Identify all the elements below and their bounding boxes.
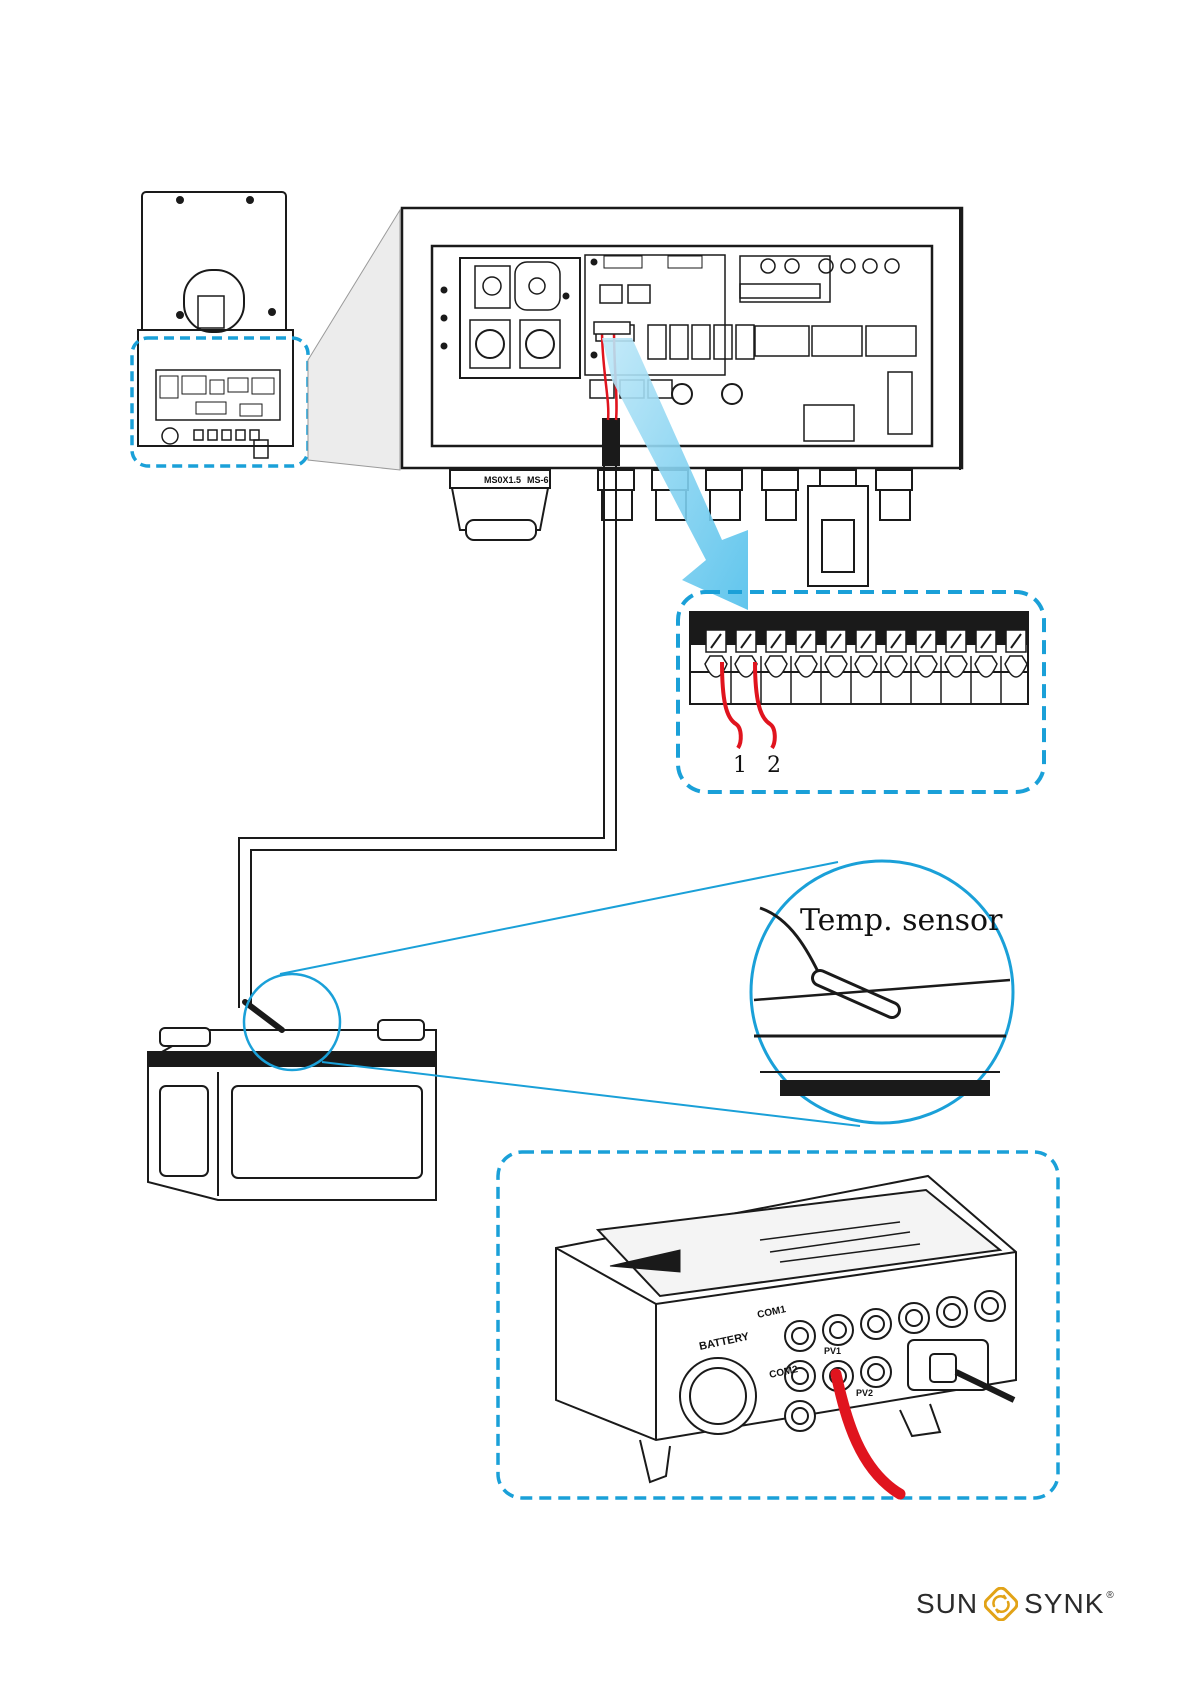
comm-terminal-small — [594, 322, 630, 334]
gland-label-1: MS0X1.5 — [484, 475, 521, 485]
terminal-2-label: 2 — [767, 753, 781, 778]
terminal-1-label: 1 — [733, 753, 747, 778]
zoom-projection — [308, 210, 400, 470]
pv2-label: PV2 — [856, 1388, 873, 1398]
inverter-compartment — [402, 208, 962, 470]
brand-logo: SUN SYNK ® — [916, 1584, 1115, 1624]
inverter-bottom-view — [556, 1176, 1016, 1482]
sunsynk-mark-icon — [984, 1587, 1018, 1621]
temp-sensor-label: Temp. sensor — [800, 903, 1003, 938]
sensor-probe-small — [245, 1002, 282, 1030]
battery — [148, 1020, 436, 1200]
pv1-label: PV1 — [824, 1346, 841, 1356]
logo-text-right: SYNK — [1024, 1588, 1104, 1620]
sensor-zoom — [751, 861, 1013, 1123]
sensor-cable-sleeve — [602, 418, 620, 466]
inverter-overview — [138, 192, 293, 458]
logo-text-left: SUN — [916, 1588, 978, 1620]
logo-registered: ® — [1106, 1590, 1114, 1601]
sensor-cable — [239, 455, 616, 1008]
gland-label-2: MS-6 — [527, 475, 549, 485]
